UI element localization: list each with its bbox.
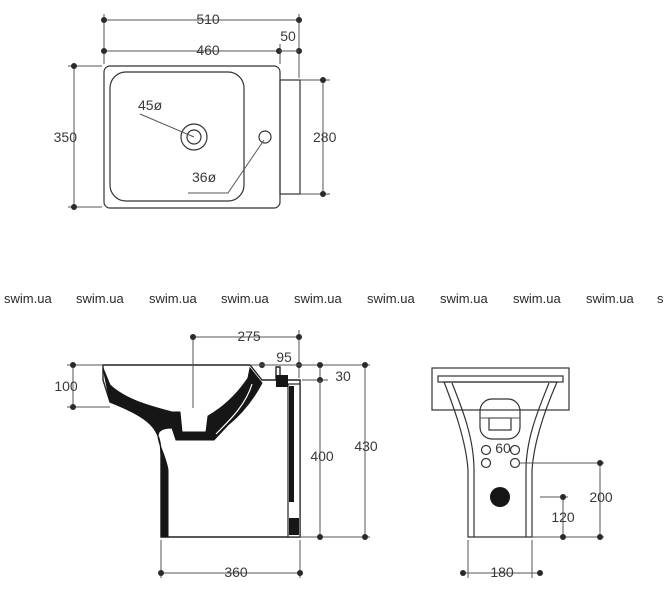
dim-rim-height: 30 bbox=[335, 368, 351, 384]
rear-rim-inner bbox=[437, 375, 564, 383]
rear-rim bbox=[431, 367, 570, 411]
dim-bowl-depth: 100 bbox=[54, 378, 78, 394]
tap-hole-circle bbox=[258, 130, 272, 144]
drain-diameter-label: 45ø bbox=[138, 97, 163, 113]
fixing-hole-right bbox=[509, 444, 521, 456]
basin-outline bbox=[103, 65, 281, 209]
dim-drain-offset: 275 bbox=[237, 328, 261, 344]
drain-inner-circle bbox=[186, 129, 202, 145]
dim-hole-height: 200 bbox=[589, 489, 613, 505]
watermark-row: swim.ua swim.ua swim.ua swim.ua swim.ua … bbox=[4, 291, 664, 306]
watermark-text: swim.ua bbox=[76, 291, 124, 306]
dim-depth-total: 350 bbox=[54, 129, 78, 145]
side-profile-wall bbox=[102, 366, 263, 538]
watermark-text: swim.ua bbox=[586, 291, 634, 306]
fixing-hole-left bbox=[480, 457, 492, 469]
watermark-text-cut: s bbox=[657, 291, 664, 306]
watermark-text: swim.ua bbox=[4, 291, 52, 306]
top-view: 510 460 50 350 280 45ø 36ø bbox=[54, 11, 337, 210]
side-view: 275 95 100 30 400 430 360 bbox=[54, 328, 378, 580]
shelf-outline bbox=[279, 79, 301, 195]
dim-total-height: 430 bbox=[354, 438, 378, 454]
dim-width-total: 510 bbox=[196, 11, 220, 27]
dim-width-basin: 460 bbox=[196, 42, 220, 58]
back-panel-dark bbox=[289, 386, 294, 502]
watermark-text: swim.ua bbox=[294, 291, 342, 306]
side-wall-highlight bbox=[215, 383, 253, 435]
watermark-text: swim.ua bbox=[513, 291, 561, 306]
mounting-plate bbox=[479, 398, 521, 440]
dim-base-width: 360 bbox=[224, 564, 248, 580]
drain-leader bbox=[139, 113, 195, 138]
drain-outer-circle bbox=[180, 123, 208, 151]
rear-view: 60 200 120 180 bbox=[431, 367, 613, 580]
watermark-text: swim.ua bbox=[367, 291, 415, 306]
tap-hole-diameter-label: 36ø bbox=[192, 169, 217, 185]
watermark-text: swim.ua bbox=[149, 291, 197, 306]
dim-pedestal-height: 400 bbox=[310, 448, 334, 464]
outlet-circle bbox=[490, 487, 510, 507]
side-wall-highlight bbox=[111, 379, 177, 409]
watermark-text: swim.ua bbox=[440, 291, 488, 306]
fixing-hole-left bbox=[480, 444, 492, 456]
mounting-slot bbox=[488, 417, 512, 431]
dim-offset: 50 bbox=[280, 28, 296, 44]
tap-leader bbox=[188, 139, 265, 194]
dim-hole-spacing: 60 bbox=[495, 440, 511, 456]
dim-rim-width: 95 bbox=[276, 349, 292, 365]
dim-rear-base-width: 180 bbox=[490, 564, 514, 580]
dim-depth-basin: 280 bbox=[313, 129, 337, 145]
watermark-text: swim.ua bbox=[221, 291, 269, 306]
back-panel-dark bbox=[289, 518, 299, 535]
basin-inner bbox=[109, 71, 245, 202]
side-profile-outer bbox=[102, 364, 301, 538]
rim-notch bbox=[276, 375, 288, 387]
dim-outlet-height: 120 bbox=[551, 509, 575, 525]
fixing-hole-right bbox=[509, 457, 521, 469]
rear-body-inner bbox=[451, 382, 550, 537]
